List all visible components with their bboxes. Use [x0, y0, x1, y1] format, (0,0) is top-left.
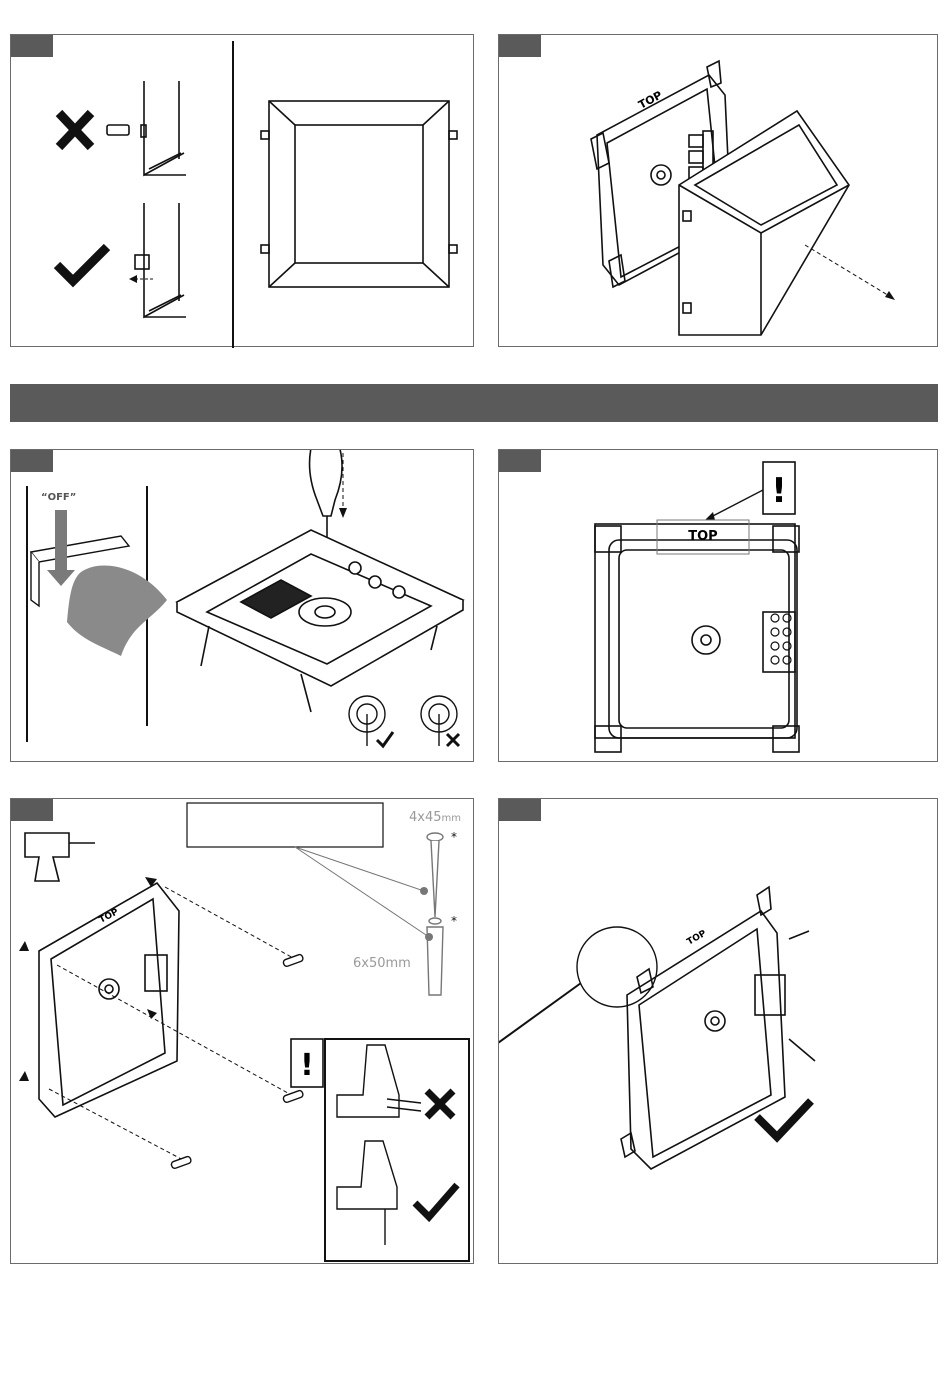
check-icon: [757, 1101, 811, 1137]
blank-note-box: [187, 803, 383, 847]
callout-lines: [295, 847, 429, 937]
detail-inset-box: [325, 1039, 469, 1261]
label-off: “OFF”: [41, 492, 76, 503]
illustration-fix-plate: TOP 4x45mm * * 6x50mm: [11, 799, 475, 1265]
drill-icon: [25, 833, 95, 881]
warning-icon: !: [763, 462, 795, 514]
mounting-plate-isometric: [177, 530, 463, 712]
step-panel-5: TOP 4x45mm * * 6x50mm: [10, 798, 474, 1264]
section-banner: [10, 384, 938, 422]
terminal-block: [771, 614, 791, 664]
illustration-plate-installed: TOP: [499, 799, 939, 1265]
check-icon: [377, 732, 393, 746]
label-top: TOP: [636, 88, 664, 111]
step-panel-4: ! TOP: [498, 449, 938, 762]
screw-correct-detail: [349, 696, 385, 746]
svg-text:!: !: [300, 1048, 314, 1083]
step-panel-3: “OFF”: [10, 449, 474, 762]
cover-box: [679, 111, 849, 335]
asterisk-screw: *: [451, 830, 457, 844]
step-panel-6: TOP: [498, 798, 938, 1264]
guide-lines: [49, 887, 295, 1161]
wood-screw-icon: [427, 833, 443, 917]
detail-magnifier: [577, 927, 657, 1007]
detail-connector-line: [499, 983, 581, 1061]
label-top: TOP: [98, 907, 121, 926]
cross-icon: [59, 113, 91, 147]
illustration-power-off: “OFF”: [11, 450, 475, 763]
clip-icon: [107, 125, 129, 135]
cover-edge-detail-right: [135, 203, 186, 317]
illustration-cover-removed: TOP: [499, 35, 939, 348]
cross-icon: [447, 734, 459, 746]
pointer-line: [709, 490, 763, 518]
plug-size-label: 6x50mm: [353, 956, 411, 971]
illustration-remove-cover: [11, 35, 475, 348]
svg-text:TOP: TOP: [636, 88, 664, 111]
step-panel-2: TOP: [498, 34, 938, 347]
hand-icon: [67, 565, 167, 656]
svg-text:!: !: [771, 471, 787, 511]
label-top: TOP: [686, 929, 709, 948]
cover-frame-front-view: [261, 101, 457, 287]
wall-plug-icon: [427, 918, 443, 995]
screw-size-label: 4x45mm: [409, 810, 461, 825]
illustration-top-orientation: ! TOP: [499, 450, 939, 763]
warning-icon: !: [291, 1039, 323, 1087]
arrow-dashed: [805, 245, 891, 297]
cover-edge-detail-wrong: [141, 81, 186, 175]
step-panel-1: [10, 34, 474, 347]
asterisk-plug: *: [451, 914, 457, 928]
label-top: TOP: [688, 529, 717, 544]
check-icon: [57, 247, 107, 281]
mounting-plate-front: [595, 524, 799, 752]
screw-icon: [171, 954, 304, 1169]
